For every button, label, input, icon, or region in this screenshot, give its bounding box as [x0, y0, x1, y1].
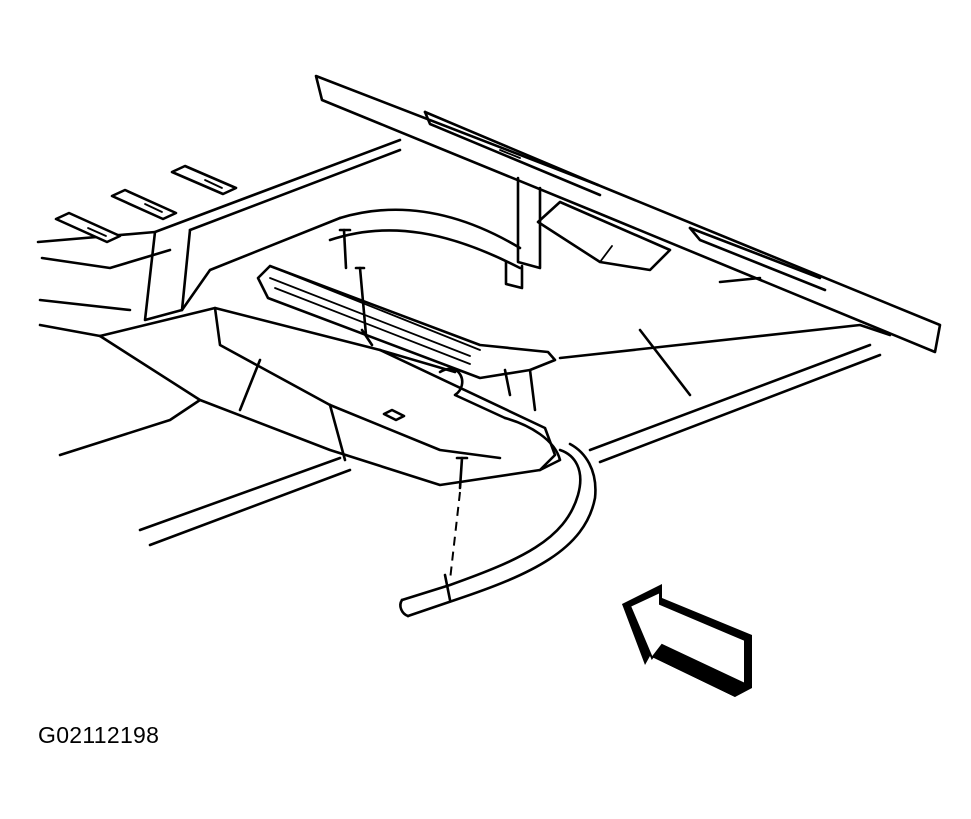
floor-slots [54, 164, 238, 244]
fastener-left [338, 228, 352, 270]
fastener-center [354, 266, 374, 347]
arrow-pointing-left-up-icon [622, 584, 752, 697]
heat-shield [98, 306, 557, 487]
frame-rail-upper [314, 74, 942, 354]
tailpipe [399, 442, 597, 618]
figure-id-label: G02112198 [38, 722, 160, 748]
hanger-bracket [504, 176, 542, 290]
frame-rail-left [143, 148, 522, 322]
floor-pan [36, 138, 892, 547]
converter-pipe [256, 264, 562, 472]
fastener-lower [449, 456, 469, 581]
mount-plate [536, 200, 672, 272]
